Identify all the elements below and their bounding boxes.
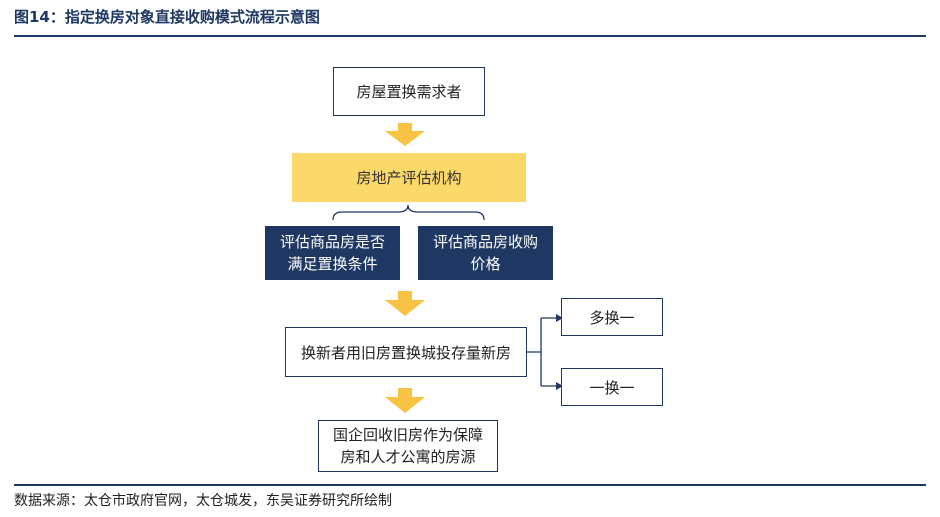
eval-condition-line2: 满足置换条件: [287, 255, 378, 273]
brace: [332, 204, 485, 221]
down-arrow-1: [385, 123, 425, 146]
down-arrow-3: [385, 388, 425, 413]
node-eval-condition: 评估商品房是否 满足置换条件: [265, 226, 400, 280]
eval-price-line1: 评估商品房收购: [432, 233, 538, 251]
node-many-for-one: 多换一: [561, 298, 663, 336]
down-arrow-2: [385, 291, 425, 316]
branch-connector: [527, 317, 556, 387]
figure-title: 图14：指定换房对象直接收购模式流程示意图: [14, 8, 320, 26]
result-line2: 房和人才公寓的房源: [340, 448, 476, 466]
node-evaluator: 房地产评估机构: [292, 153, 526, 202]
result-line1: 国企回收旧房作为保障: [332, 426, 483, 444]
node-result: 国企回收旧房作为保障 房和人才公寓的房源: [318, 420, 498, 472]
top-rule: [14, 35, 926, 37]
bottom-rule: [14, 484, 926, 486]
eval-price-line2: 价格: [470, 255, 501, 273]
eval-condition-line1: 评估商品房是否: [279, 233, 385, 251]
node-eval-price: 评估商品房收购 价格: [418, 226, 553, 280]
branch-arrow-down: [556, 382, 563, 390]
branch-arrow-up: [556, 314, 563, 322]
node-demander: 房屋置换需求者: [333, 67, 485, 116]
source-note: 数据来源：太仓市政府官网，太仓城发，东吴证券研究所绘制: [14, 493, 392, 509]
node-replacement: 换新者用旧房置换城投存量新房: [285, 327, 527, 377]
node-one-for-one: 一换一: [561, 368, 663, 406]
